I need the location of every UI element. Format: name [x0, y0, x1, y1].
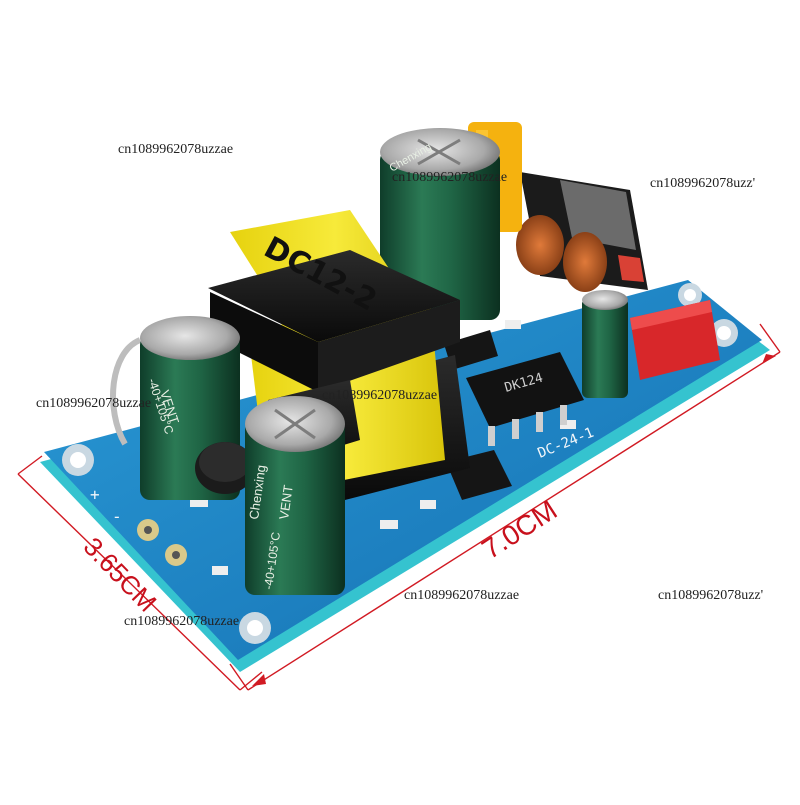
watermark: cn1089962078uzzae	[36, 396, 152, 411]
watermark: cn1089962078uzzae	[322, 388, 438, 403]
svg-text:-: -	[112, 507, 122, 526]
small-capacitor-right	[582, 290, 628, 398]
watermark: cn1089962078uzzae	[392, 170, 508, 185]
bulk-capacitor-left: VENT -40+105°C	[110, 316, 240, 500]
output-pads: + -	[90, 485, 187, 566]
ic-chip: DK124	[466, 352, 584, 446]
mounting-holes	[62, 283, 738, 644]
watermark: cn1089962078uzzae	[124, 614, 240, 629]
watermark: cn1089962078uzzae	[404, 588, 520, 603]
x-capacitor	[630, 300, 720, 380]
bulk-capacitor-front: Chenxing VENT -40+105°C	[245, 396, 345, 595]
watermark: cn1089962078uzzae	[118, 142, 234, 157]
common-mode-choke	[516, 172, 648, 292]
output-inductor	[195, 442, 255, 494]
watermark: cn1089962078uzz'	[658, 588, 764, 603]
svg-text:+: +	[90, 485, 100, 504]
watermark: cn1089962078uzz'	[650, 176, 756, 191]
cap-front-vent: VENT	[276, 484, 296, 520]
